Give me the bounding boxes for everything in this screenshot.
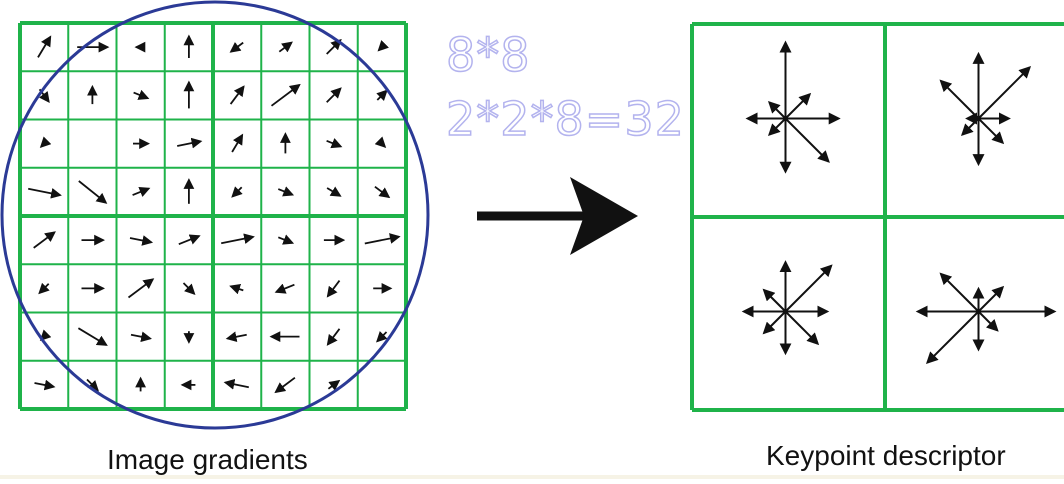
gradient-arrow [127, 278, 155, 299]
gradient-arrow [221, 233, 255, 245]
gradient-arrows [28, 34, 401, 394]
image-gradients-grid [18, 21, 408, 411]
gradient-arrow [377, 40, 389, 52]
orientation-histograms [741, 40, 1057, 365]
gradient-arrow [231, 186, 243, 198]
gradient-arrow [374, 136, 387, 148]
gradient-arrow [374, 185, 391, 199]
histogram-bin-arrow [977, 285, 1005, 313]
gradient-arrow [376, 331, 388, 343]
gradient-arrow [37, 35, 52, 58]
gradient-arrow [78, 180, 108, 204]
gradient-arrow [274, 376, 296, 394]
histogram-bin-arrow [784, 264, 833, 313]
gradient-arrow [178, 234, 201, 246]
annotation-line-1: 8*8 [445, 28, 531, 82]
gaussian-window-circle [0, 0, 430, 430]
histogram-bin-arrow [784, 92, 812, 120]
gradient-arrow [277, 186, 295, 197]
gradient-arrow [229, 85, 245, 105]
gradient-arrow [177, 137, 203, 149]
histogram-bin-arrow [960, 117, 980, 137]
gradient-arrow [223, 378, 249, 390]
gradient-arrow [39, 136, 52, 148]
histogram-bin-arrow [925, 310, 980, 365]
gradient-arrow [376, 89, 388, 101]
histogram-bin-arrow [767, 117, 787, 137]
histogram-bin-arrow [784, 117, 830, 163]
gradient-arrow [77, 327, 108, 346]
image-gradients-caption: Image gradients [107, 444, 308, 475]
gradient-arrow [28, 187, 62, 199]
gradient-arrow [33, 231, 56, 249]
gradient-arrow [225, 331, 247, 343]
gradient-arrow [229, 283, 244, 295]
histogram-bin-arrow [977, 65, 1032, 120]
gradient-arrow [132, 186, 151, 197]
gradient-arrow [231, 133, 244, 153]
gradient-arrow [229, 41, 244, 53]
gradient-arrow [270, 83, 301, 107]
gradient-arrow [34, 379, 56, 391]
gradient-arrow [364, 233, 401, 245]
gradient-arrow [326, 138, 343, 149]
gradient-arrow [133, 89, 150, 100]
histogram-bin-arrow [939, 79, 980, 120]
gradient-arrow [129, 235, 154, 246]
gradient-arrow [86, 378, 99, 392]
histogram-bin-arrow [762, 310, 787, 335]
gradient-arrow [277, 234, 295, 245]
transform-arrow [477, 177, 638, 255]
gradient-arrow [327, 379, 341, 391]
gradient-arrow [326, 328, 341, 346]
histogram-bin-arrow [939, 272, 980, 313]
histogram-bin-arrow [784, 310, 820, 346]
gradient-arrow [278, 41, 293, 53]
annotation-line-2: 2*2*8=32 [445, 92, 685, 146]
gradient-arrow [326, 186, 342, 197]
bottom-strip [0, 475, 1064, 479]
gradient-arrow [274, 283, 295, 294]
gradient-arrow [326, 87, 342, 103]
keypoint-descriptor-grid [690, 22, 1064, 412]
gradient-arrow [38, 282, 50, 295]
keypoint-descriptor-caption: Keypoint descriptor [766, 440, 1006, 471]
histogram-bin-arrow [767, 100, 787, 120]
histogram-bin-arrow [977, 117, 1005, 145]
gradient-arrow [130, 331, 152, 343]
histogram-bin-arrow [762, 288, 787, 313]
gradient-arrow [326, 280, 341, 298]
gradient-arrow [182, 282, 196, 295]
histogram-bin-arrow [977, 310, 999, 332]
